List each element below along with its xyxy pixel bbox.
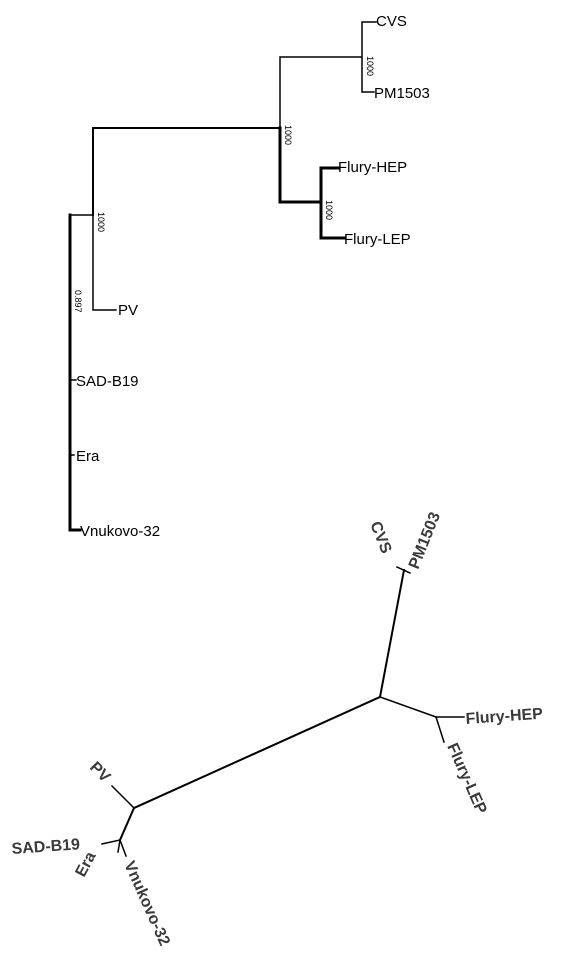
edge-cvs-pm1503 <box>396 566 411 574</box>
support-pv-clade: 1000 <box>96 212 106 232</box>
edge-sad-b19 <box>101 839 121 845</box>
leaf-era: Era <box>76 448 100 465</box>
branch-cvs-pm1503 <box>279 21 377 129</box>
edge-era <box>117 839 121 853</box>
u-leaf-pv: PV <box>86 759 113 786</box>
rooted-tree: CVS PM1503 Flury-HEP Flury-LEP PV SAD-B1… <box>68 13 430 540</box>
leaf-cvs: CVS <box>376 13 407 30</box>
u-leaf-era: Era <box>73 849 100 880</box>
leaf-flury-hep: Flury-HEP <box>338 159 407 176</box>
edge-to-lower-node <box>118 806 136 842</box>
support-cvs-pm1503: 1000 <box>365 56 375 76</box>
support-flury: 1000 <box>324 200 334 220</box>
u-leaf-flury-hep: Flury-HEP <box>465 706 544 728</box>
leaf-pm1503: PM1503 <box>374 85 430 102</box>
edge-internal <box>132 695 382 810</box>
edge-to-cvs-node <box>378 568 406 699</box>
u-leaf-cvs: CVS <box>366 519 394 556</box>
branch-backbone <box>68 213 82 532</box>
branch-pv-clade <box>69 214 117 311</box>
support-upper-clade: 1000 <box>283 125 293 145</box>
edge-pv <box>110 784 136 810</box>
branch-upper-clade <box>92 127 281 216</box>
u-leaf-pm1503: PM1503 <box>406 510 444 572</box>
u-leaf-sad-b19: SAD-B19 <box>11 836 81 858</box>
leaf-flury-lep: Flury-LEP <box>344 231 411 248</box>
leaf-sad-b19: SAD-B19 <box>76 373 139 390</box>
u-leaf-vnukovo-32: Vnukovo-32 <box>120 859 172 949</box>
edge-vnukovo <box>119 839 127 857</box>
leaf-pv: PV <box>118 302 138 319</box>
leaf-vnukovo-32: Vnukovo-32 <box>80 523 160 540</box>
branch-flury <box>278 126 346 240</box>
edge-flury-lep <box>435 716 445 743</box>
u-leaf-flury-lep: Flury-LEP <box>443 741 489 817</box>
unrooted-tree: CVS PM1503 Flury-HEP Flury-LEP PV SAD-B1… <box>11 510 544 949</box>
support-backbone: 0.897 <box>73 290 83 313</box>
edge-to-flury-node <box>379 696 437 718</box>
